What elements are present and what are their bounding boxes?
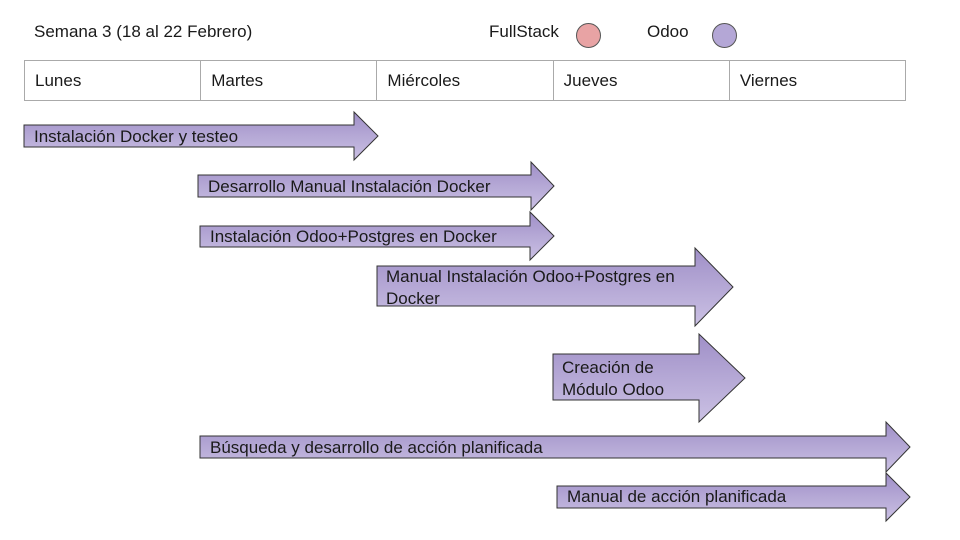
task-arrow-scheduled-action-manual bbox=[556, 471, 911, 523]
legend-label-fullstack: FullStack bbox=[489, 22, 559, 41]
week-title: Semana 3 (18 al 22 Febrero) bbox=[34, 22, 253, 41]
legend-dot-odoo bbox=[712, 23, 737, 48]
task-label-docker-install: Instalación Docker y testeo bbox=[34, 127, 239, 146]
day-thursday: Jueves bbox=[554, 61, 730, 100]
task-arrow-odoo-module bbox=[552, 332, 746, 424]
task-arrow-manual-docker bbox=[197, 160, 555, 212]
task-label-odoo-postgres: Instalación Odoo+Postgres en Docker bbox=[210, 227, 497, 246]
task-label-scheduled-action: Búsqueda y desarrollo de acción planific… bbox=[210, 438, 543, 457]
task-arrow-docker-install bbox=[23, 110, 379, 162]
task-label-manual-odoo-postgres: Manual Instalación Odoo+Postgres en Dock… bbox=[386, 267, 675, 308]
task-arrow-odoo-postgres bbox=[199, 210, 555, 262]
day-friday: Viernes bbox=[739, 71, 798, 90]
task-label-manual-docker: Desarrollo Manual Instalación Docker bbox=[208, 177, 491, 196]
day-wednesday: Miércoles bbox=[377, 61, 554, 100]
task-arrow-scheduled-action bbox=[199, 420, 911, 474]
task-label-scheduled-action-manual: Manual de acción planificada bbox=[567, 487, 787, 506]
legend-dot-fullstack bbox=[576, 23, 601, 48]
day-header-row: Lunes Martes Miércoles Jueves Viernes bbox=[24, 60, 906, 101]
day-monday: Lunes bbox=[25, 61, 202, 100]
day-tuesday: Martes bbox=[201, 61, 378, 100]
legend-label-odoo: Odoo bbox=[647, 22, 689, 41]
task-label-odoo-module: Creación de Módulo Odoo bbox=[562, 358, 665, 399]
task-arrow-manual-odoo-postgres bbox=[376, 246, 734, 328]
